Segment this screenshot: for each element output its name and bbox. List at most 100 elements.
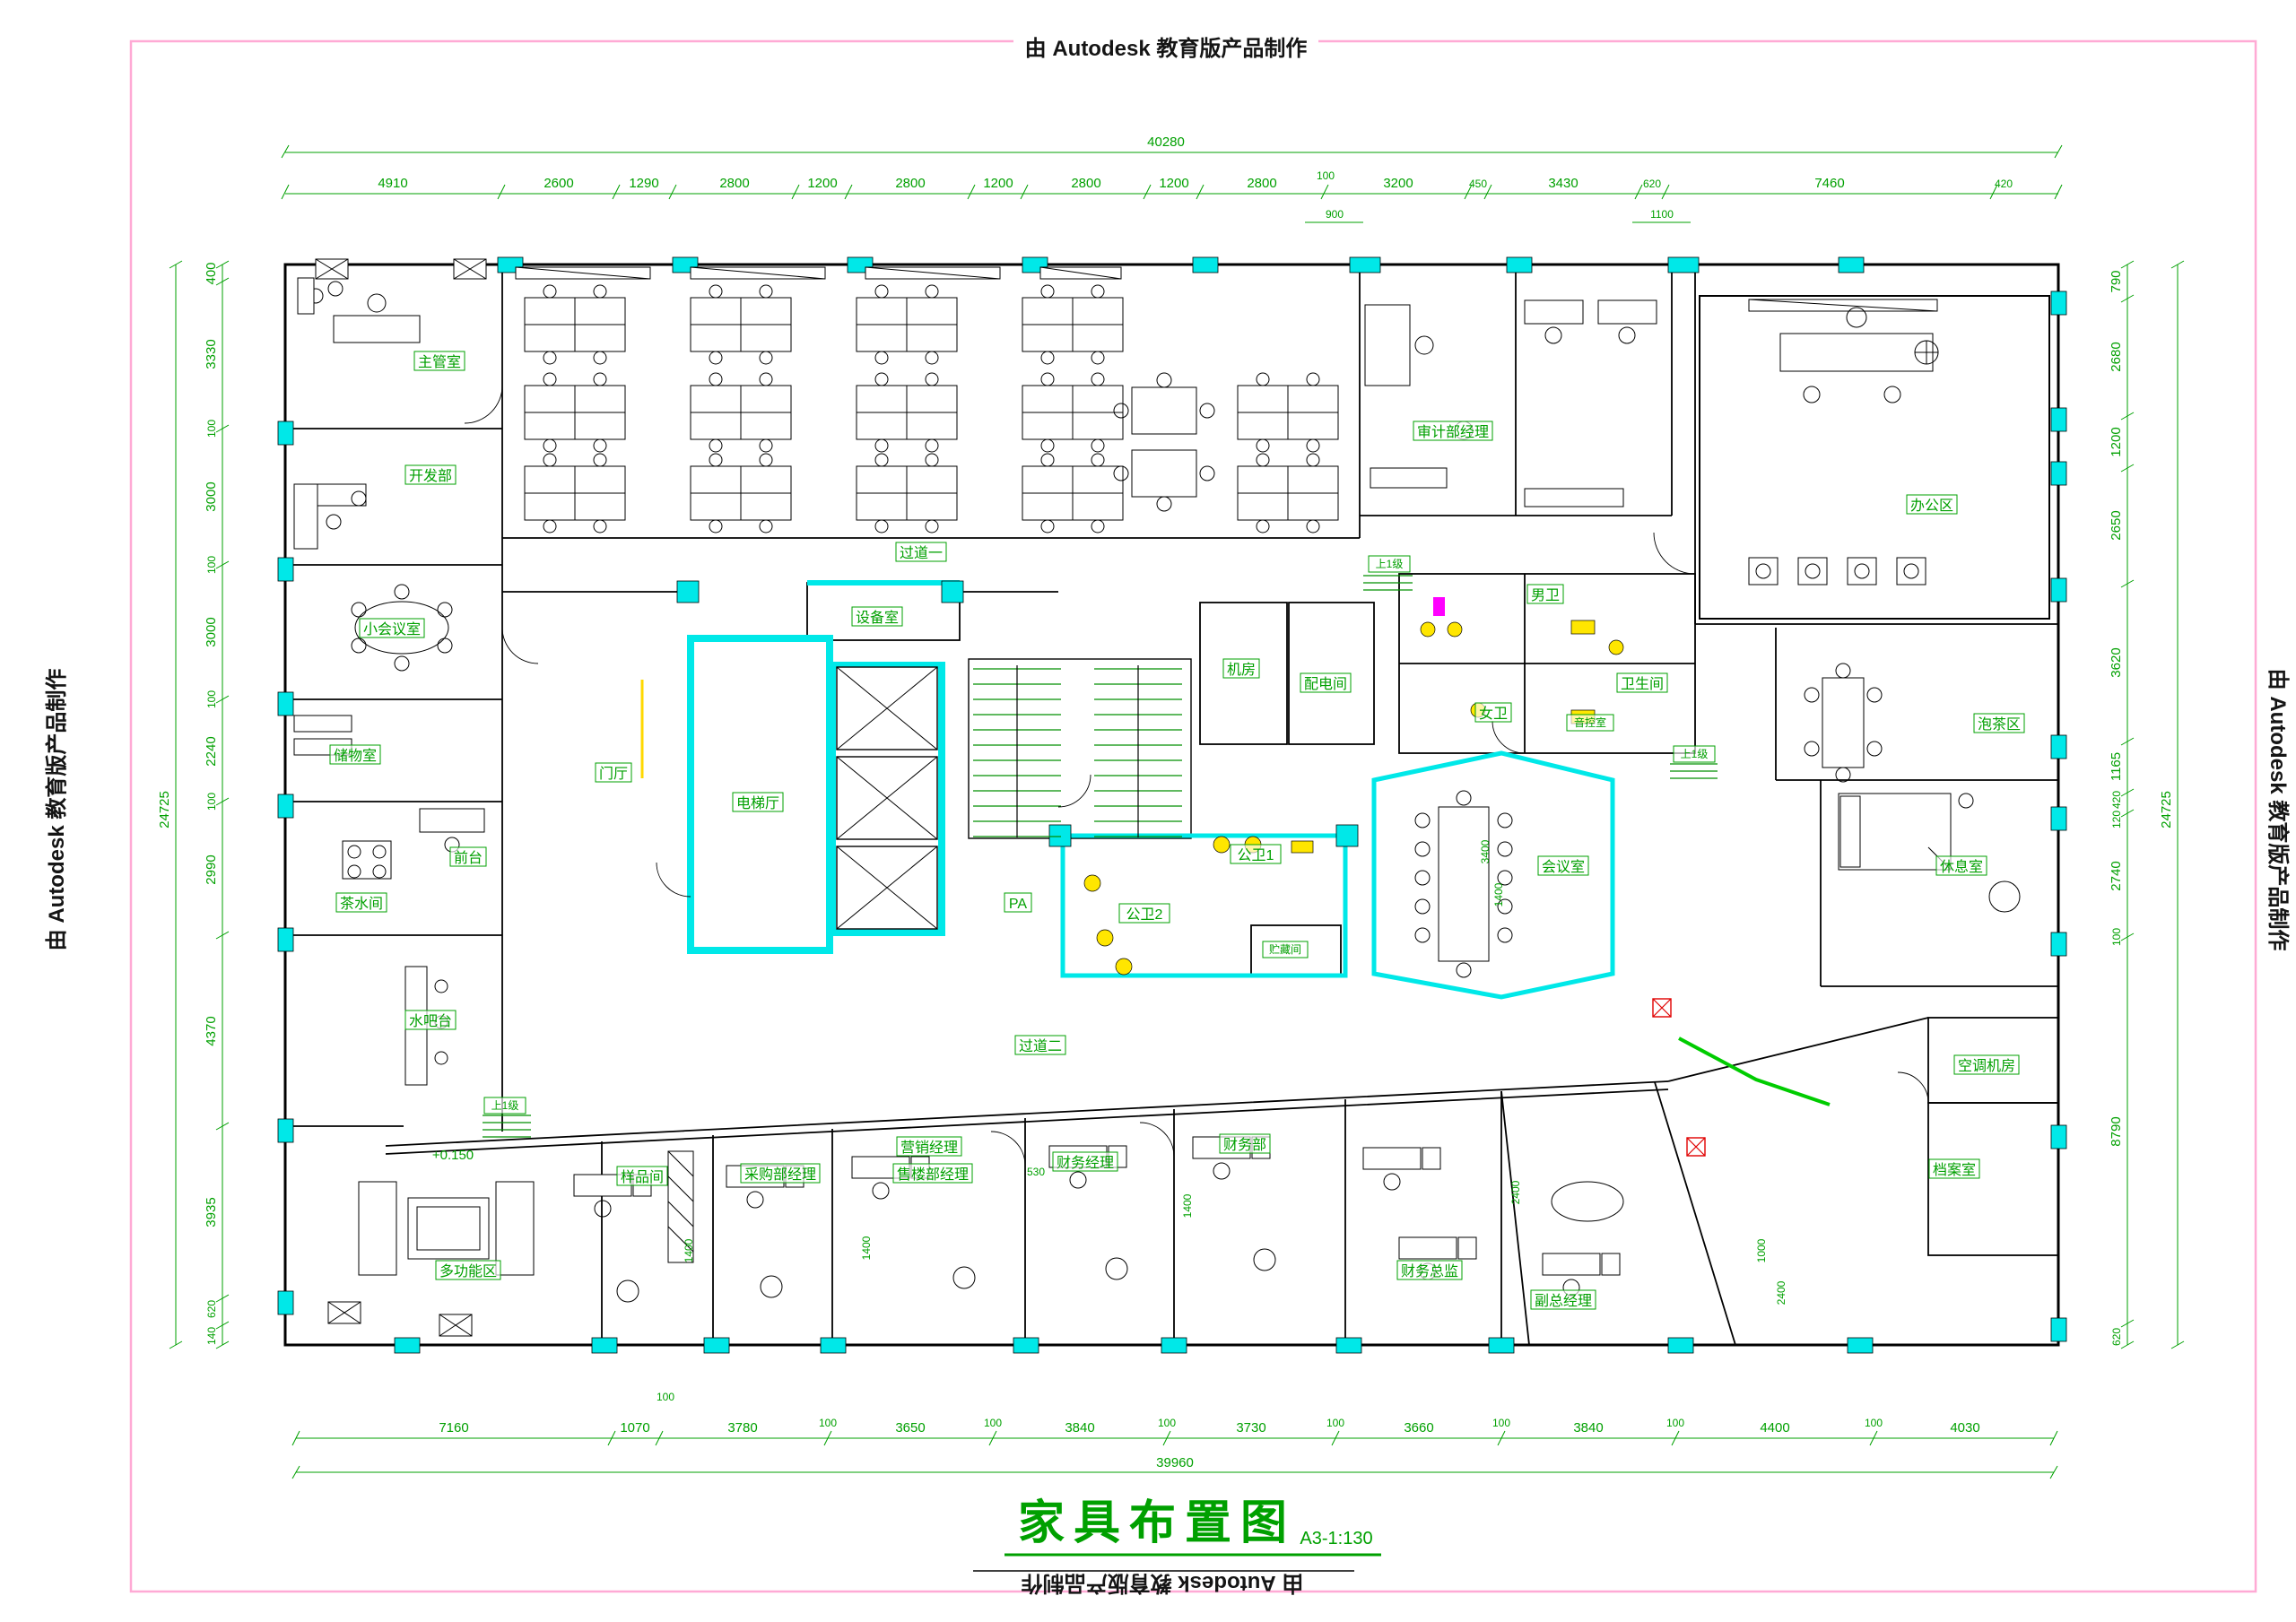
development-furniture <box>293 483 367 550</box>
annotation-up-one-3: 上1级 <box>1673 745 1716 763</box>
room-label-public-wc2: 公卫2 <box>1118 903 1170 924</box>
annotation-level: +0.150 <box>432 1148 474 1163</box>
svg-text:女卫: 女卫 <box>1479 705 1508 722</box>
svg-text:2400: 2400 <box>1775 1280 1787 1305</box>
svg-text:400: 400 <box>204 262 219 284</box>
room-label-corridor2: 过道二 <box>1014 1035 1066 1055</box>
room-label-machine-room: 机房 <box>1222 658 1260 679</box>
svg-text:100: 100 <box>1492 1417 1510 1429</box>
watermark-group: 由 Autodesk 教育版产品制作 由 Autodesk 教育版产品制作 由 … <box>44 34 2291 1596</box>
svg-text:主管室: 主管室 <box>418 354 461 370</box>
drawing-title: 家具布置图 <box>1018 1497 1296 1549</box>
svg-text:100: 100 <box>1326 1417 1344 1429</box>
watermark-left: 由 Autodesk 教育版产品制作 <box>44 669 69 951</box>
svg-text:办公区: 办公区 <box>1910 498 1953 514</box>
svg-text:530: 530 <box>1027 1166 1045 1178</box>
columns-hatched <box>315 258 1122 1337</box>
svg-text:2240: 2240 <box>204 736 219 766</box>
svg-text:4370: 4370 <box>204 1016 219 1045</box>
svg-text:休息室: 休息室 <box>1940 859 1983 875</box>
room-label-pa: PA <box>1004 892 1032 913</box>
room-label-storage: 储物室 <box>329 744 381 765</box>
svg-text:1400: 1400 <box>1181 1193 1194 1218</box>
svg-text:100: 100 <box>2110 928 2123 946</box>
room-label-corridor1: 过道一 <box>895 542 947 562</box>
tea-area-furniture <box>1804 663 1883 783</box>
dim-top-total: 40280 <box>1147 134 1185 150</box>
svg-text:620: 620 <box>2110 1328 2123 1346</box>
svg-text:900: 900 <box>1326 208 1344 221</box>
svg-text:3400: 3400 <box>1479 839 1492 863</box>
svg-text:3840: 3840 <box>1573 1420 1603 1436</box>
svg-text:贮藏间: 贮藏间 <box>1269 942 1301 956</box>
svg-text:配电间: 配电间 <box>1304 676 1347 692</box>
svg-text:2680: 2680 <box>2109 342 2124 371</box>
svg-text:2800: 2800 <box>895 176 925 191</box>
meeting-room-wall <box>1371 750 1615 1000</box>
angled-partitions <box>1500 1081 1736 1346</box>
room-label-finance-director: 财务总监 <box>1396 1260 1463 1280</box>
svg-text:公卫1: 公卫1 <box>1238 848 1274 863</box>
svg-text:100: 100 <box>205 793 218 811</box>
svg-text:门厅: 门厅 <box>599 766 628 782</box>
svg-text:100: 100 <box>819 1417 837 1429</box>
svg-text:营销经理: 营销经理 <box>900 1140 958 1156</box>
svg-text:采购部经理: 采购部经理 <box>744 1167 816 1183</box>
room-label-entrance-hall: 门厅 <box>595 762 632 783</box>
room-labels: 主管室 开发部 小会议室 储物室 前台 茶水间 水吧台 多功能区 样品间 采购部… <box>329 351 2025 1310</box>
title-block: 家具布置图 A3-1:130 <box>973 1497 1381 1572</box>
svg-text:3935: 3935 <box>204 1197 219 1227</box>
svg-text:100: 100 <box>1158 1417 1176 1429</box>
interior-dims: 3400 1400 2400 1000 2400 1400 1400 1400 … <box>683 839 1787 1305</box>
svg-text:120: 120 <box>2110 811 2123 828</box>
bottom-total-ticks <box>291 1465 2058 1479</box>
watermark-bottom: 由 Autodesk 教育版产品制作 <box>1022 1571 1304 1596</box>
annotation-up-one-1: 上1级 <box>483 1097 526 1115</box>
svg-text:1290: 1290 <box>629 176 658 191</box>
room-label-storeroom: 贮藏间 <box>1262 941 1309 958</box>
svg-text:3430: 3430 <box>1548 176 1578 191</box>
dim-left-total: 24725 <box>157 791 172 828</box>
room-label-office-area: 办公区 <box>1906 494 1958 515</box>
right-wing-walls <box>1775 628 2058 987</box>
room-label-elevator-hall: 电梯厅 <box>732 792 784 812</box>
svg-text:100: 100 <box>205 420 218 438</box>
svg-text:7160: 7160 <box>439 1420 468 1436</box>
elevator-shaft-wall <box>829 662 945 936</box>
exec-office-furniture <box>1748 299 1939 585</box>
svg-text:620: 620 <box>1643 178 1661 190</box>
svg-text:100: 100 <box>1666 1417 1684 1429</box>
svg-text:公卫2: 公卫2 <box>1126 907 1163 923</box>
room-label-power-dist: 配电间 <box>1300 672 1352 693</box>
top-right-office-walls <box>1359 265 2058 625</box>
room-label-sample: 样品间 <box>616 1166 668 1186</box>
svg-text:2990: 2990 <box>204 854 219 884</box>
right-dim-ticks <box>2120 260 2135 1349</box>
tea-room-stove <box>342 840 392 880</box>
svg-text:设备室: 设备室 <box>856 610 899 626</box>
svg-text:1200: 1200 <box>2109 427 2124 456</box>
svg-text:多功能区: 多功能区 <box>439 1263 497 1279</box>
svg-text:PA: PA <box>1009 897 1027 912</box>
furniture <box>293 277 2021 1303</box>
svg-text:空调机房: 空调机房 <box>1958 1058 2015 1074</box>
bottom-band-slant-wall <box>385 1080 1669 1155</box>
room-label-small-meeting: 小会议室 <box>359 618 425 638</box>
svg-text:420: 420 <box>2110 791 2123 809</box>
dimension-text: 40280 4910 2600 1290 2800 1200 2800 1200… <box>157 134 2174 1470</box>
room-label-tea-room: 茶水间 <box>335 892 387 913</box>
multifunction-sofas <box>358 1181 535 1276</box>
svg-text:4030: 4030 <box>1950 1420 1979 1436</box>
room-label-mens-wc: 男卫 <box>1526 584 1564 604</box>
drawing-scale: A3-1:130 <box>1300 1529 1372 1548</box>
svg-text:前台: 前台 <box>454 850 483 866</box>
room-label-development: 开发部 <box>404 464 457 485</box>
svg-text:140: 140 <box>205 1327 218 1345</box>
svg-text:上1级: 上1级 <box>1681 748 1709 760</box>
room-label-marketing-mgr: 营销经理 <box>896 1136 962 1157</box>
svg-text:7460: 7460 <box>1814 176 1844 191</box>
svg-text:样品间: 样品间 <box>621 1169 664 1185</box>
svg-text:2600: 2600 <box>544 176 573 191</box>
